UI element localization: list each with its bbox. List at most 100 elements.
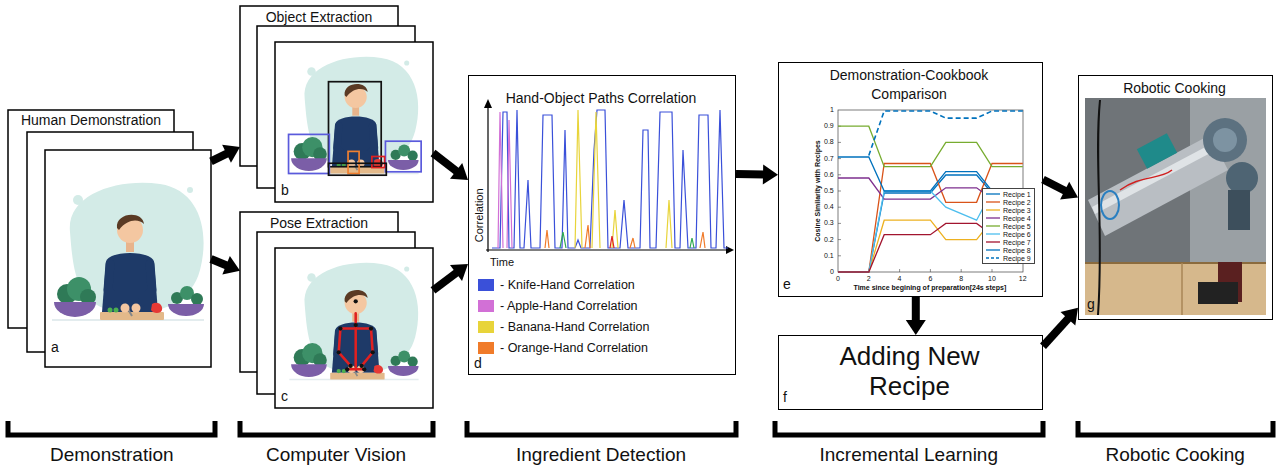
legend-text: Recipe 1 bbox=[1003, 191, 1031, 198]
tick-label: 1 bbox=[830, 106, 834, 114]
legend-row: Recipe 5 bbox=[985, 222, 1031, 230]
tick-label: 0.6 bbox=[824, 171, 834, 179]
tick-label: 0.9 bbox=[824, 122, 834, 130]
arrow-shaft bbox=[433, 272, 458, 291]
block-arrow bbox=[211, 145, 240, 163]
tick-label: 0 bbox=[836, 275, 840, 283]
tick-label: 12 bbox=[1019, 275, 1027, 283]
tick-label: 0.3 bbox=[824, 219, 834, 227]
legend-line bbox=[986, 241, 1000, 242]
legend-text: - Orange-Hand Correlation bbox=[500, 341, 648, 355]
legend-row: Recipe 2 bbox=[985, 198, 1031, 206]
stage-label: Robotic Cooking bbox=[1106, 444, 1245, 466]
panel-letter: d bbox=[474, 355, 488, 372]
tick-label: 0.4 bbox=[824, 203, 834, 211]
panel-title: Human Demonstration bbox=[8, 112, 174, 129]
tick-label: 4 bbox=[898, 275, 902, 283]
arrow-shaft bbox=[736, 170, 765, 179]
legend-line-sample bbox=[985, 191, 1001, 197]
panel-letter: f bbox=[783, 389, 797, 406]
legend-text: - Apple-Hand Correlation bbox=[500, 299, 638, 313]
legend-text: Recipe 7 bbox=[1003, 239, 1031, 246]
block-arrow bbox=[906, 297, 926, 335]
block-arrow bbox=[433, 264, 468, 290]
legend-swatch bbox=[478, 279, 494, 291]
legend-row: Recipe 7 bbox=[985, 238, 1031, 246]
arrow-shaft bbox=[1043, 317, 1069, 346]
legend-row: Recipe 6 bbox=[985, 230, 1031, 238]
legend-text: - Banana-Hand Correlation bbox=[500, 320, 649, 334]
legend-line-sample bbox=[985, 207, 1001, 213]
legend-swatch bbox=[478, 342, 494, 354]
panel-letter: a bbox=[51, 339, 65, 356]
tick-label: 0.7 bbox=[824, 155, 834, 163]
stage-label: Incremental Learning bbox=[820, 444, 999, 466]
arrow-shaft bbox=[211, 153, 228, 162]
legend-swatch bbox=[478, 321, 494, 333]
legend-text: - Knife-Hand Correlation bbox=[500, 278, 635, 292]
stage-label: Computer Vision bbox=[266, 444, 406, 466]
arrow-head bbox=[450, 264, 468, 281]
legend-row: Recipe 8 bbox=[985, 246, 1031, 254]
legend-line-sample bbox=[985, 231, 1001, 237]
legend-text: Recipe 5 bbox=[1003, 223, 1031, 230]
panel-title: Object Extraction bbox=[240, 9, 398, 26]
tick-label: 0.2 bbox=[824, 236, 834, 244]
tick-label: 0.8 bbox=[824, 138, 834, 146]
legend-line bbox=[986, 201, 1000, 202]
arrow-shaft bbox=[912, 297, 920, 322]
tick-label: 0 bbox=[830, 268, 834, 276]
legend-line bbox=[986, 217, 1000, 218]
legend-row: Recipe 4 bbox=[985, 214, 1031, 222]
panel-title: Robotic Cooking bbox=[1079, 80, 1270, 97]
tick-label: 2 bbox=[867, 275, 871, 283]
axis-label: Time bbox=[490, 256, 514, 269]
legend-text: Recipe 9 bbox=[1003, 255, 1031, 262]
arrow-head bbox=[763, 165, 778, 185]
legend-row: Recipe 9 bbox=[985, 254, 1031, 262]
legend-line bbox=[986, 233, 1000, 234]
legend-swatch bbox=[478, 300, 494, 312]
legend-text: Recipe 8 bbox=[1003, 247, 1031, 254]
arrow-head bbox=[906, 320, 926, 335]
panel-box: Human Demonstration a bbox=[8, 110, 211, 367]
tick-label: 10 bbox=[988, 275, 996, 283]
panel-letter: g bbox=[1087, 296, 1101, 313]
legend-line bbox=[986, 257, 1000, 258]
block-arrow bbox=[1043, 180, 1078, 200]
legend-text: Recipe 3 bbox=[1003, 207, 1031, 214]
legend-line-sample bbox=[985, 247, 1001, 253]
stage-label: Ingredient Detection bbox=[516, 444, 686, 466]
legend-line-sample bbox=[985, 223, 1001, 229]
block-arrow bbox=[736, 165, 778, 185]
panel-box: Object Extractionb bbox=[240, 6, 433, 202]
arrow-head bbox=[450, 163, 468, 180]
legend-text: Recipe 6 bbox=[1003, 231, 1031, 238]
block-arrow bbox=[1043, 308, 1078, 347]
arrow-head bbox=[1061, 308, 1078, 326]
legend-line bbox=[986, 249, 1000, 250]
legend-row: Recipe 3 bbox=[985, 206, 1031, 214]
legend-line bbox=[986, 193, 1000, 194]
axis-label: Cosine Similarity with Recipes bbox=[814, 140, 822, 242]
legend-line-sample bbox=[985, 215, 1001, 221]
tick-label: 8 bbox=[959, 275, 963, 283]
arrow-head bbox=[1060, 182, 1078, 200]
legend-text: Recipe 4 bbox=[1003, 215, 1031, 222]
panel-title: Hand-Object Paths Correlation bbox=[469, 90, 733, 107]
arrow-shaft bbox=[211, 259, 228, 266]
process-box: Adding New Recipe f bbox=[778, 335, 1043, 410]
stage-label: Demonstration bbox=[50, 444, 174, 466]
arrow-shaft bbox=[1043, 180, 1066, 192]
panel-box: Robotic Cooking g bbox=[1078, 75, 1273, 320]
tick-label: 6 bbox=[928, 275, 932, 283]
block-arrow bbox=[211, 256, 240, 275]
panel-title: Pose Extraction bbox=[240, 215, 398, 232]
panel-title: Adding New Recipe bbox=[817, 341, 1002, 401]
arrow-shaft bbox=[433, 153, 458, 172]
axis-label: Correlation bbox=[473, 188, 486, 242]
tick-label: 0.1 bbox=[824, 252, 834, 260]
legend-line-sample bbox=[985, 255, 1001, 261]
